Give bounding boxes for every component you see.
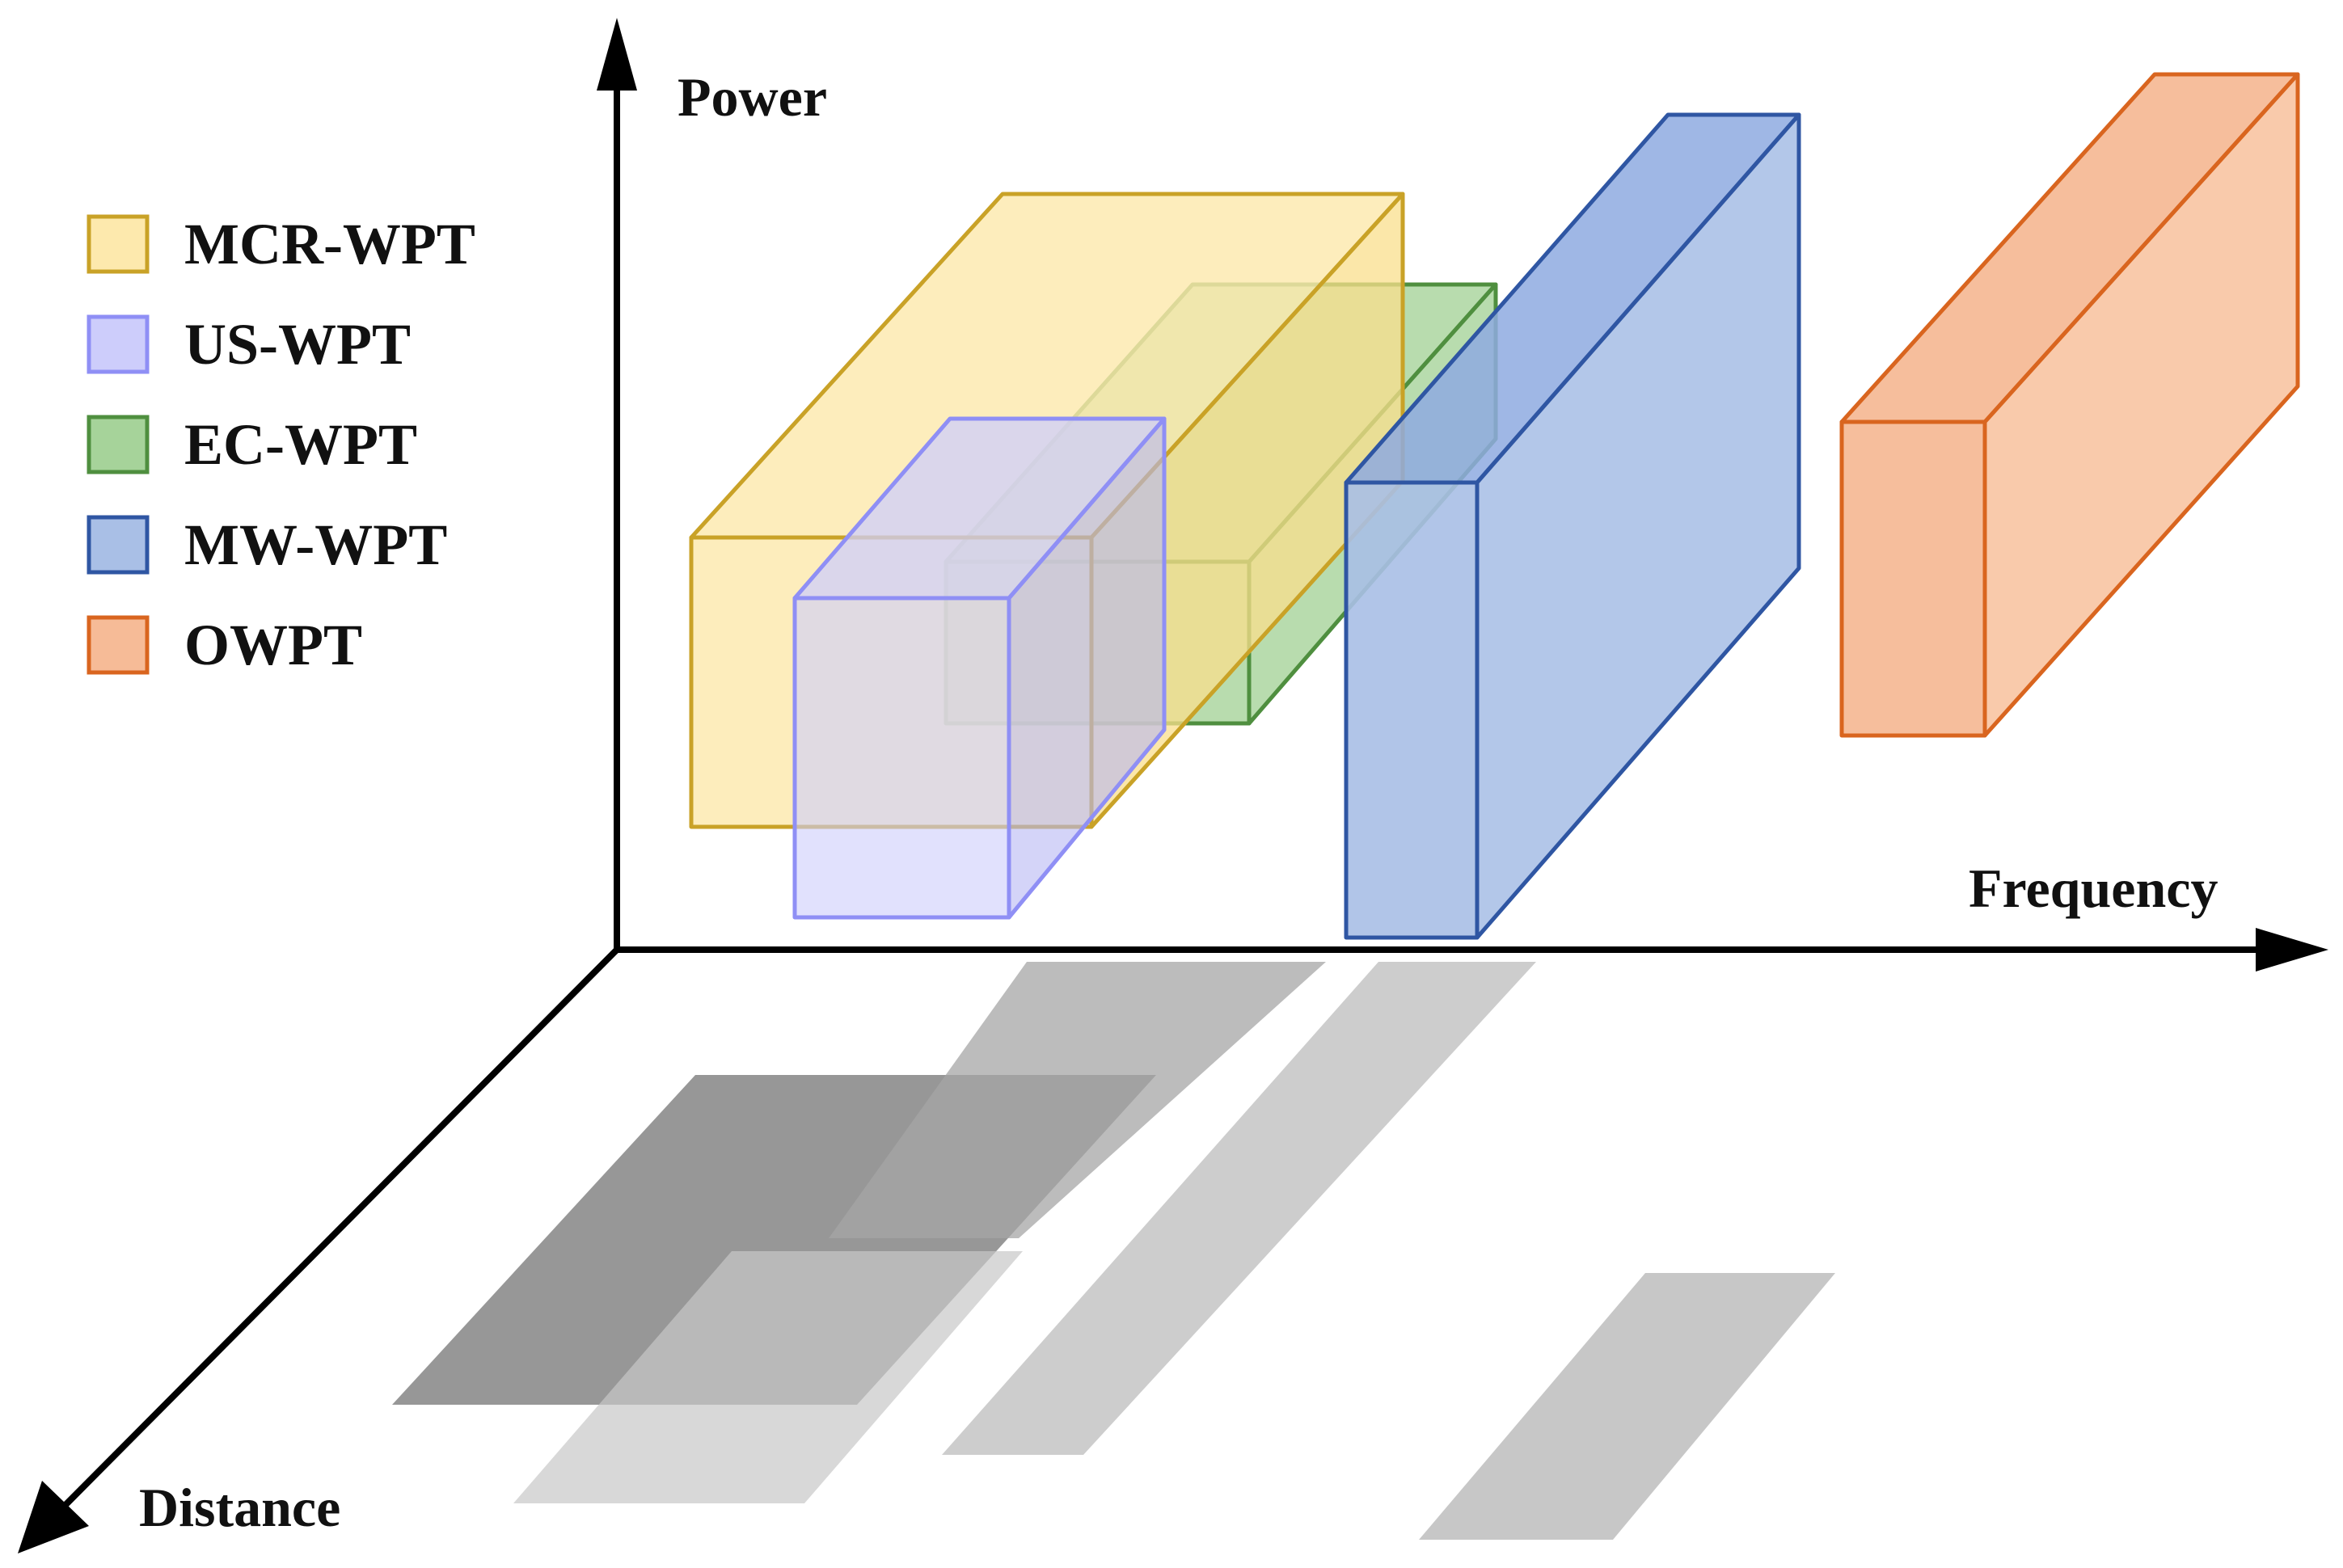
- legend-item-ow: OWPT: [87, 613, 362, 677]
- distance-axis-label: Distance: [139, 1477, 340, 1538]
- frequency-axis-arrowhead: [2256, 928, 2328, 972]
- legend-label-us: US-WPT: [184, 312, 411, 377]
- legend-swatch-us: [87, 314, 150, 374]
- shadow-mw: [942, 962, 1536, 1455]
- legend-swatch-ec: [87, 415, 150, 474]
- legend: MCR-WPT US-WPT EC-WPT MW-WPT OWPT: [87, 212, 475, 677]
- power-axis-arrowhead: [597, 18, 637, 91]
- legend-swatch-mcr: [87, 214, 150, 274]
- legend-label-ow: OWPT: [184, 613, 362, 677]
- shadow-us: [513, 1251, 1023, 1503]
- legend-item-us: US-WPT: [87, 312, 411, 377]
- power-axis-label: Power: [678, 66, 827, 128]
- legend-swatch-ow: [87, 615, 150, 675]
- legend-label-ec: EC-WPT: [184, 412, 417, 477]
- floor-shadows: [392, 962, 1835, 1540]
- legend-item-mcr: MCR-WPT: [87, 212, 475, 276]
- distance-axis: [53, 947, 619, 1518]
- box-owpt: [1839, 72, 2300, 738]
- legend-label-mcr: MCR-WPT: [184, 212, 475, 276]
- ow-front-face: [1839, 419, 1987, 738]
- box-mw-wpt: [1344, 112, 1801, 940]
- legend-item-ec: EC-WPT: [87, 412, 417, 477]
- distance-axis-arrowhead: [18, 1481, 89, 1553]
- mw-front-face: [1344, 480, 1480, 940]
- us-front-face: [792, 596, 1011, 920]
- axes: [18, 18, 2328, 1553]
- legend-item-mw: MW-WPT: [87, 512, 447, 577]
- shadow-ec: [829, 962, 1326, 1238]
- legend-label-mw: MW-WPT: [184, 512, 447, 577]
- legend-swatch-mw: [87, 515, 150, 575]
- box-us-wpt: [792, 416, 1167, 920]
- frequency-axis-label: Frequency: [1969, 858, 2218, 919]
- shadow-ow: [1419, 1273, 1835, 1540]
